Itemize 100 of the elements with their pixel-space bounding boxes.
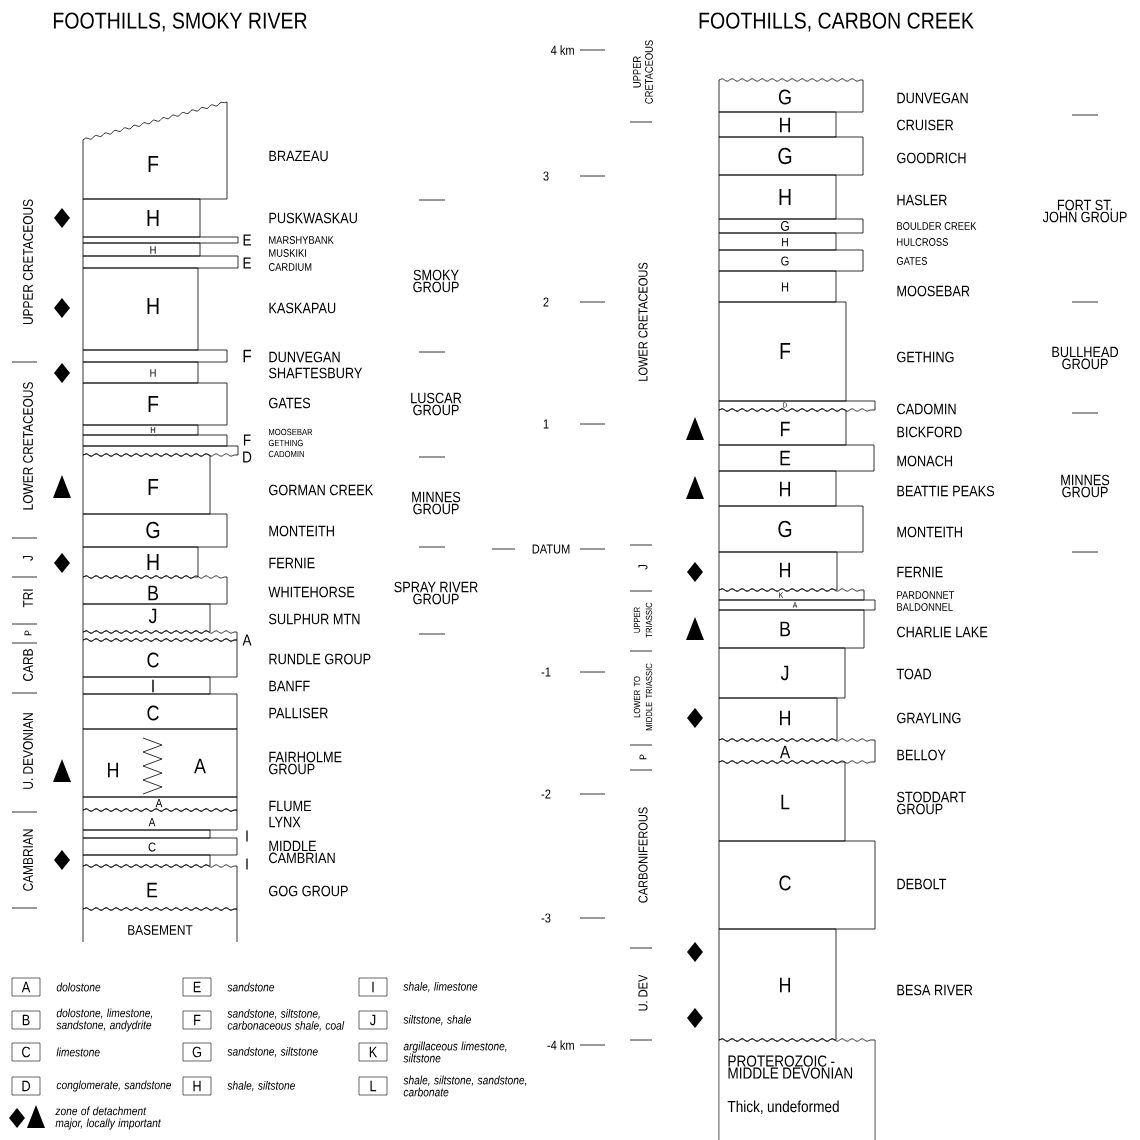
legend-key: K [358, 1042, 388, 1062]
formation-name: CARDIUM [268, 263, 312, 271]
formation-name: DUNVEGAN [269, 351, 340, 363]
rock-layer: BASEMENT [82, 908, 238, 943]
formation-name: PUSKWASKAU [269, 212, 357, 224]
formation-name: BOULDER CREEK [897, 222, 977, 230]
rock-layer: C [82, 639, 238, 678]
legend-key: G [182, 1042, 212, 1062]
scale-label: 1 [543, 419, 549, 429]
formation-name: TOAD [896, 668, 931, 680]
column-title: FOOTHILLS, CARBON CREEK [699, 12, 974, 32]
group-name: MINNES GROUP [412, 491, 461, 515]
formation-name: SHAFTESBURY [269, 367, 363, 379]
rock-layer: H [718, 270, 837, 303]
formation-name: GRAYLING [897, 712, 961, 724]
legend-description: limestone [56, 1047, 100, 1057]
formation-name: GETHING [897, 351, 954, 363]
legend-description: siltstone, shale [403, 1014, 471, 1026]
period-label: TRI [23, 589, 33, 608]
group-name: FORT ST. JOHN GROUP [1042, 199, 1127, 223]
group-name: LUSCAR GROUP [411, 392, 462, 416]
scale-label: DATUM [532, 544, 570, 554]
rock-layer: H [718, 697, 838, 742]
scale-label: -1 [541, 667, 551, 677]
formation-name: PALLISER [269, 707, 328, 719]
rock-layer: F [718, 301, 847, 402]
scale-label: -4 km [547, 1040, 574, 1050]
period-label: LOWER CRETACEOUS [23, 382, 33, 510]
rock-layer: F [82, 382, 228, 426]
legend-text: zone of detachment major, locally important [55, 1106, 162, 1130]
formation-name: CHARLIE LAKE [897, 626, 988, 638]
rock-layer: L [718, 760, 846, 842]
scale-label: -3 [541, 913, 551, 923]
formation-name: CADOMIN [268, 450, 304, 458]
rock-layer: F [82, 434, 251, 447]
formation-name: GATES [269, 397, 311, 409]
formation-name: GATES [896, 257, 927, 265]
rock-layer: J [718, 647, 846, 699]
legend-description: shale, limestone [403, 981, 478, 993]
legend-description: dolostone [56, 982, 101, 992]
period-label: U. DEVONIAN [23, 713, 33, 789]
scale-label: 3 [543, 171, 549, 181]
group-name: SPRAY RIVER GROUP [394, 581, 478, 605]
formation-name: FERNIE [897, 566, 943, 578]
rock-layer: H [82, 267, 199, 351]
rock-layer: A [718, 599, 876, 611]
formation-name: FERNIE [269, 557, 315, 569]
group-name: MINNES GROUP [1061, 474, 1110, 498]
formation-name: MONACH [897, 455, 953, 467]
rock-layer: F [718, 408, 847, 446]
legend-description: sandstone [227, 982, 275, 992]
period-label: J [23, 555, 33, 561]
period-label: CARBONIFEROUS [638, 807, 648, 903]
rock-layer: H [82, 546, 199, 579]
period-label: UPPER CRETACEOUS [23, 199, 33, 325]
legend-description: dolostone, limestone, sandstone, andydrite [56, 1008, 153, 1032]
rock-layer: E [82, 255, 251, 269]
legend-description: conglomerate, sandstone [56, 1080, 172, 1092]
legend-key: E [182, 977, 212, 997]
rock-layer: A [82, 809, 238, 831]
formation-name: RUNDLE GROUP [269, 653, 371, 665]
rock-layer: F [82, 349, 252, 363]
legend-description: shale, siltstone, sandstone, carbonate [403, 1075, 527, 1097]
legend-description: shale, siltstone [227, 1080, 295, 1092]
rock-layer: H [718, 111, 837, 138]
formation-name: BANFF [269, 680, 310, 692]
formation-name: KASKAPAU [269, 302, 336, 314]
rock-layer: F [82, 453, 211, 515]
rock-layer: B [718, 609, 865, 649]
formation-name: MARSHYBANK [269, 236, 334, 244]
rock-layer: F [82, 101, 228, 200]
rock-layer: G [718, 136, 864, 176]
period-label: LOWER TO MIDDLE TRIASSIC [633, 663, 653, 731]
legend-description: sandstone, siltstone, carbonaceous shale, coal [227, 1008, 345, 1032]
formation-name: GOG GROUP [269, 885, 348, 897]
formation-name: FAIRHOLME GROUP [269, 751, 342, 775]
rock-layer: PROTEROZOIC - MIDDLE DEVONIAN Thick, undeformed [718, 1038, 876, 1140]
formation-name: GETHING [268, 439, 303, 447]
rock-layer: C [718, 840, 876, 930]
formation-name: HULCROSS [897, 238, 948, 246]
legend-key: H [182, 1076, 212, 1096]
period-label: P [639, 754, 647, 760]
formation-name: MUSKIKI [269, 249, 306, 257]
formation-name: BALDONNEL [897, 603, 953, 611]
rock-layer: E [718, 444, 875, 472]
legend-key: F [182, 1010, 212, 1030]
rock-layer: E [82, 864, 238, 911]
formation-name: MIDDLE CAMBRIAN [269, 840, 335, 864]
rock-layer: K [718, 588, 865, 601]
rock-layer: A [718, 738, 876, 764]
rock-layer: H [82, 242, 201, 257]
formation-name: STODDART GROUP [897, 791, 966, 815]
formation-name: GOODRICH [897, 152, 966, 164]
formation-name: MOOSEBAR [897, 285, 970, 297]
formation-name: PARDONNET [897, 591, 955, 599]
period-label: CARB [23, 649, 33, 681]
scale-label: 2 [543, 297, 549, 307]
rock-layer: G [718, 505, 864, 553]
formation-name: BRAZEAU [269, 150, 328, 162]
legend-description: argillaceous limestone, siltstone [403, 1041, 507, 1063]
